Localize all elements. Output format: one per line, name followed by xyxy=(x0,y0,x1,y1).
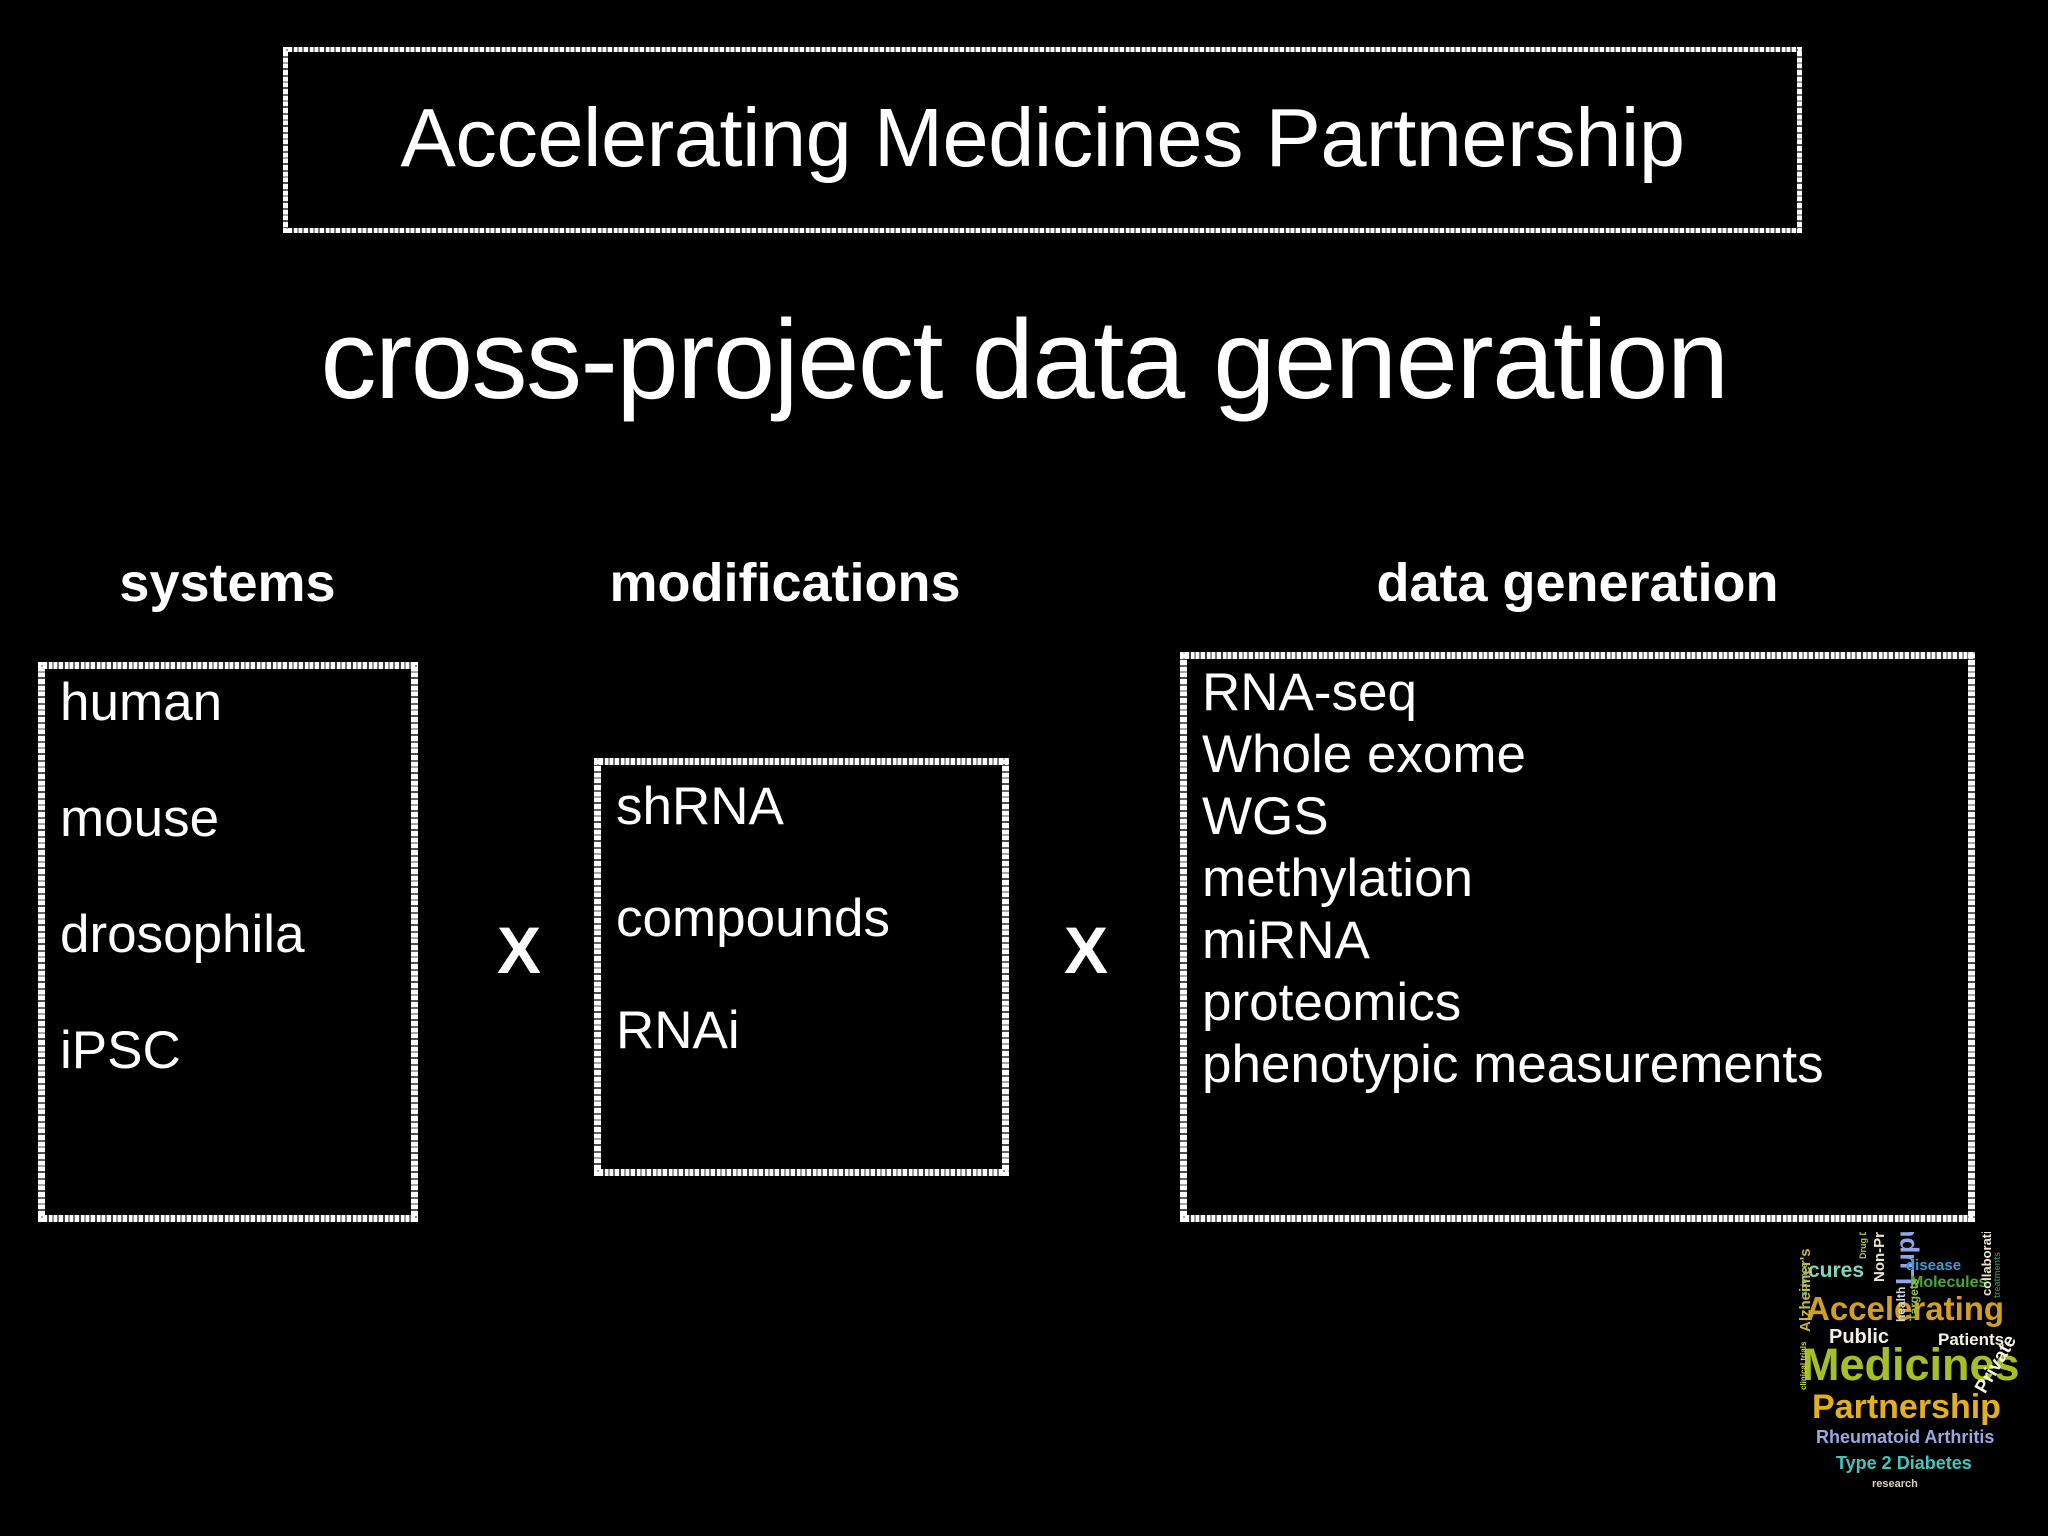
wordcloud-word: Rheumatoid Arthritis xyxy=(1816,1427,1995,1447)
column-header-systems: systems xyxy=(119,553,336,613)
title-box-border-top xyxy=(283,47,1802,52)
title-box: Accelerating Medicines Partnership xyxy=(283,47,1802,233)
data-generation-box-border-top xyxy=(1180,652,1975,659)
list-item: drosophila xyxy=(60,905,305,965)
list-item: RNAi xyxy=(616,1001,740,1061)
wordcloud-word: Targets xyxy=(1907,1278,1921,1321)
column-header-modifications: modifications xyxy=(609,553,961,613)
modifications-box-border-top xyxy=(594,758,1009,765)
list-item: mouse xyxy=(60,789,220,849)
data-generation-box-border-right xyxy=(1968,652,1975,1222)
list-item: phenotypic measurements xyxy=(1202,1035,1824,1094)
data-generation-box-border-bottom xyxy=(1180,1215,1975,1222)
list-item: Whole exome xyxy=(1202,725,1527,784)
list-item: proteomics xyxy=(1202,973,1462,1032)
wordcloud-word: Public xyxy=(1829,1326,1890,1348)
list-item: compounds xyxy=(616,889,891,949)
data-generation-box: RNA-seq Whole exome WGS methylation miRN… xyxy=(1180,652,1975,1222)
wordcloud-word: clinical trials xyxy=(1799,1341,1808,1390)
list-item: human xyxy=(60,673,223,732)
wordcloud-word: cures xyxy=(1808,1259,1865,1282)
wordcloud-word: Accelerating xyxy=(1806,1290,2005,1327)
list-item: RNA-seq xyxy=(1202,663,1418,722)
modifications-box-border-right xyxy=(1002,758,1009,1176)
systems-box-border-bottom xyxy=(38,1215,418,1222)
wordcloud-word: Alzheimer's xyxy=(1797,1248,1814,1332)
wordcloud-word: Molecules xyxy=(1910,1274,1988,1291)
data-generation-list: RNA-seq Whole exome WGS methylation miRN… xyxy=(1202,662,1965,1212)
wordcloud-word: Non-Profit xyxy=(1871,1232,1888,1282)
operator-multiply-first: X xyxy=(497,913,542,987)
list-item: iPSC xyxy=(60,1021,181,1081)
systems-box-border-right xyxy=(411,662,418,1222)
modifications-box: shRNA compounds RNAi xyxy=(594,758,1009,1176)
modifications-box-border-bottom xyxy=(594,1169,1009,1176)
list-item: WGS xyxy=(1202,787,1329,846)
list-item: methylation xyxy=(1202,849,1474,908)
wordcloud-word: research xyxy=(1872,1478,1918,1490)
wordcloud-word: treatments xyxy=(1992,1251,2002,1298)
wordcloud-word: Drug Development xyxy=(1858,1232,1868,1259)
slide-headline: cross-project data generation xyxy=(320,297,1729,422)
systems-box-border-left xyxy=(38,662,45,1222)
list-item: shRNA xyxy=(616,777,784,836)
wordcloud-word: disease xyxy=(1906,1257,1962,1274)
wordcloud-word: Partnership xyxy=(1812,1388,2001,1426)
systems-box-border-top xyxy=(38,662,418,669)
wordcloud-word: Type 2 Diabetes xyxy=(1836,1453,1972,1473)
slide-title: Accelerating Medicines Partnership xyxy=(400,91,1685,185)
wordcloud-word: Patients xyxy=(1938,1330,2005,1349)
modifications-list: shRNA compounds RNAi xyxy=(616,777,999,1166)
operator-multiply-second: X xyxy=(1064,913,1109,987)
data-generation-box-border-left xyxy=(1180,652,1187,1222)
modifications-box-border-left xyxy=(594,758,601,1176)
list-item: miRNA xyxy=(1202,911,1370,970)
title-box-border-bottom xyxy=(283,228,1802,233)
systems-list: human mouse drosophila iPSC xyxy=(60,673,408,1212)
systems-box: human mouse drosophila iPSC xyxy=(38,662,418,1222)
column-header-data-generation: data generation xyxy=(1376,553,1779,613)
wordcloud-word: Medicines xyxy=(1802,1339,2020,1390)
wordcloud-word: health xyxy=(1894,1286,1908,1322)
